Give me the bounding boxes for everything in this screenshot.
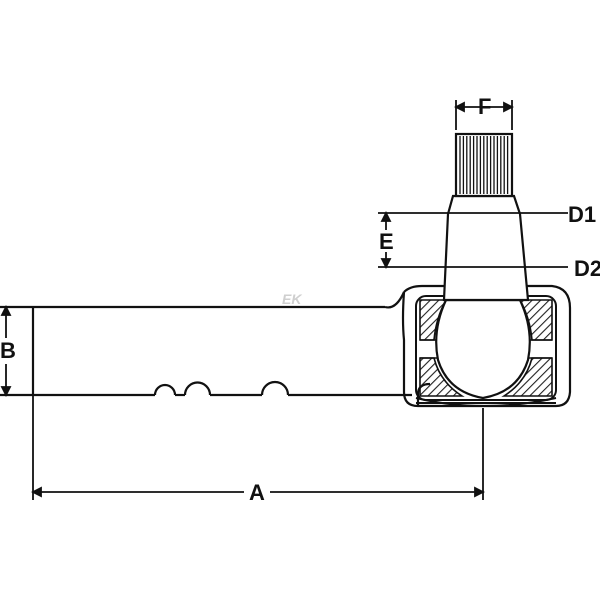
watermark: EK [282,291,302,307]
dimension-e [378,210,568,270]
label-d1: D1 [568,202,596,227]
shaft [0,291,412,397]
stud-taper [442,194,530,302]
ball-joint [435,298,531,400]
bottom-cap [415,397,557,407]
label-f: F [478,94,491,119]
label-e-bg [378,230,396,252]
stud-thread [454,132,514,198]
label-d2: D2 [574,256,600,281]
label-e: E [379,229,394,254]
dimension-f [453,100,515,130]
label-b-bg [0,338,18,364]
label-a: A [249,480,265,505]
label-a-bg [244,480,270,504]
label-b: B [0,338,16,363]
